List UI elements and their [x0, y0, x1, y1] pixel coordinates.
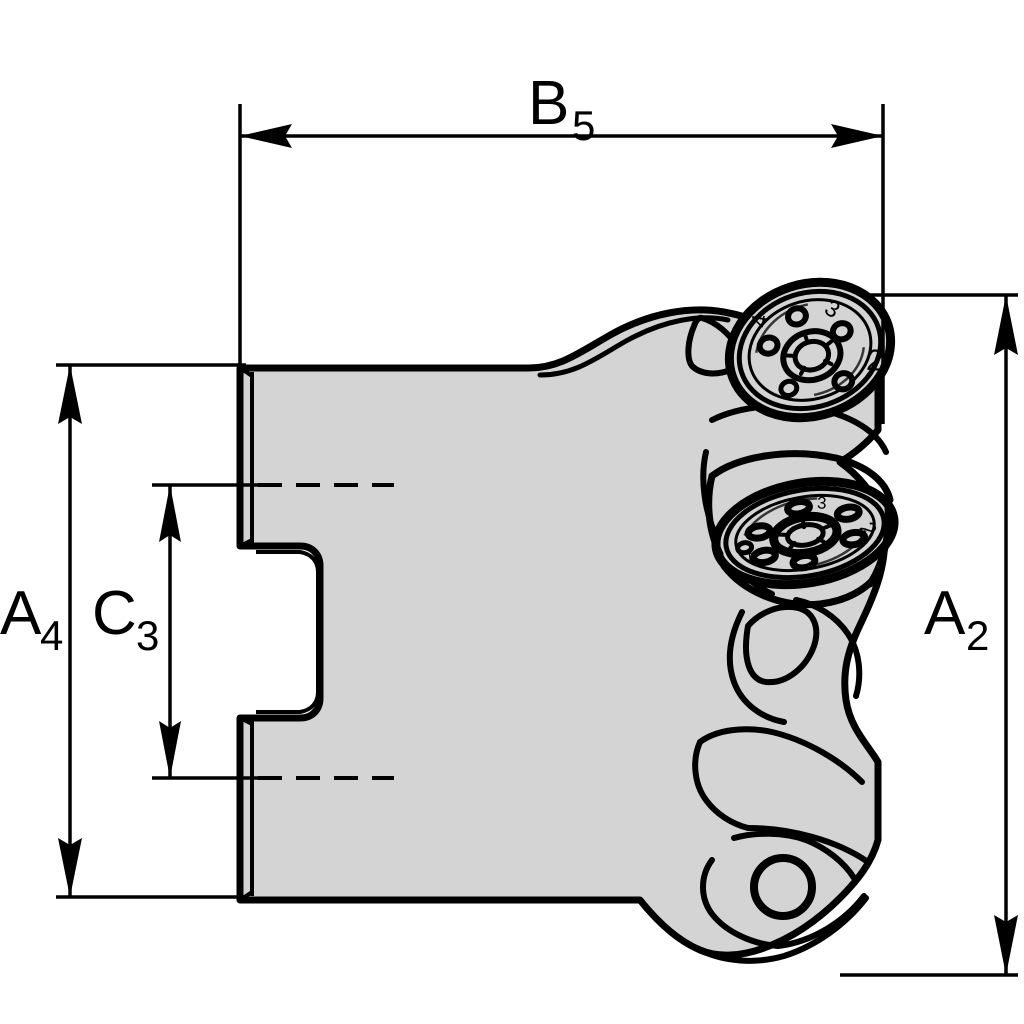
- insert-upper: 4 3 2: [724, 277, 896, 423]
- c3-arrow-bottom: [159, 721, 181, 778]
- a4-label-letter: A: [0, 579, 42, 648]
- dimension-a2: A 2: [840, 293, 1018, 977]
- b5-arrow-left: [240, 124, 292, 148]
- c3-arrow-top: [159, 485, 181, 542]
- insert-upper-number-4: 4: [746, 312, 774, 329]
- a2-label-subscript: 2: [966, 612, 989, 659]
- a2-label-letter: A: [924, 579, 966, 648]
- a2-arrow-top: [994, 295, 1018, 355]
- insert-lower: 4 3 2: [711, 476, 899, 590]
- a4-arrow-top: [58, 365, 82, 424]
- relief-pocket-upper: [743, 604, 820, 686]
- a4-label-subscript: 4: [40, 612, 63, 659]
- a4-arrow-bottom: [58, 838, 82, 897]
- insert-lower-holes: [735, 498, 869, 572]
- dimension-c3: C 3: [92, 483, 262, 780]
- dimension-a4: A 4: [0, 363, 246, 899]
- a2-arrow-bottom: [994, 915, 1018, 975]
- insert-upper-torx-screw: [780, 328, 844, 384]
- c3-label-subscript: 3: [136, 612, 159, 659]
- b5-label-subscript: 5: [572, 102, 595, 149]
- insert-upper-number-2: 2: [865, 344, 884, 378]
- keyway-notch-bevel: [256, 550, 320, 714]
- lower-insert-collar: [705, 450, 894, 609]
- insert-lower-chipbreaker: [743, 497, 867, 569]
- centerlines: [258, 483, 394, 780]
- c3-label-letter: C: [92, 579, 137, 648]
- b5-arrow-right: [831, 124, 883, 148]
- bottom-screw-hole: [750, 854, 816, 920]
- dimension-b5: B 5: [238, 69, 885, 424]
- insert-lower-number-3: 3: [817, 494, 827, 513]
- left-flange-strip: [238, 366, 254, 902]
- insert-upper-chipbreaker: [754, 303, 866, 397]
- b5-label-letter: B: [528, 69, 569, 138]
